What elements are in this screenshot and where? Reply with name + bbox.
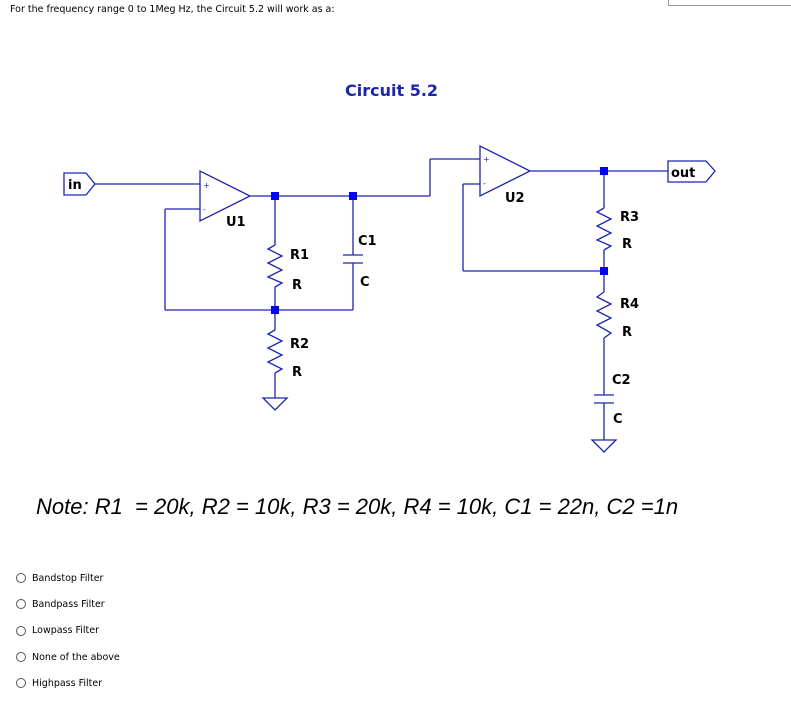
input-port-flag bbox=[63, 172, 96, 196]
circuit-schematic: Circuit 5.2 + - bbox=[63, 81, 716, 453]
option-label: None of the above bbox=[32, 651, 120, 663]
r1-ref: R1 bbox=[290, 248, 309, 263]
node-r1-r2 bbox=[271, 306, 279, 314]
option-bandstop[interactable]: Bandstop Filter bbox=[16, 565, 120, 591]
option-label: Highpass Filter bbox=[32, 677, 103, 689]
node-c1-top bbox=[349, 192, 357, 200]
r3-ref: R3 bbox=[620, 210, 639, 225]
c1-ref: C1 bbox=[358, 234, 377, 249]
resistor-r1-symbol bbox=[266, 244, 284, 288]
option-bandpass[interactable]: Bandpass Filter bbox=[16, 591, 120, 617]
radio-button[interactable] bbox=[16, 599, 26, 610]
resistor-r3-symbol bbox=[595, 207, 613, 251]
component-values-note: Note: R1 = 20k, R2 = 10k, R3 = 20k, R4 =… bbox=[36, 494, 679, 519]
r2-value: R bbox=[292, 365, 302, 380]
resistor-r2-symbol bbox=[266, 329, 284, 374]
node-u1-out bbox=[271, 192, 279, 200]
svg-text:+: + bbox=[203, 181, 210, 190]
node-u2-out bbox=[600, 167, 608, 175]
option-label: Bandpass Filter bbox=[32, 598, 105, 610]
ground-symbol-1 bbox=[261, 397, 289, 411]
question-text: For the frequency range 0 to 1Meg Hz, th… bbox=[10, 4, 335, 15]
top-input-box[interactable] bbox=[668, 0, 791, 6]
resistor-r4-symbol bbox=[595, 291, 613, 339]
r2-ref: R2 bbox=[290, 337, 309, 352]
input-port-label: in bbox=[68, 178, 82, 193]
circuit-title: Circuit 5.2 bbox=[345, 81, 438, 100]
r4-value: R bbox=[622, 325, 632, 340]
opamp-u1-symbol bbox=[199, 169, 252, 223]
u2-label: U2 bbox=[505, 191, 525, 206]
c2-value: C bbox=[613, 412, 623, 427]
opamp-u2-symbol bbox=[479, 144, 532, 198]
radio-button[interactable] bbox=[16, 573, 26, 584]
r3-value: R bbox=[622, 237, 632, 252]
radio-button[interactable] bbox=[16, 652, 26, 663]
option-label: Lowpass Filter bbox=[32, 625, 100, 637]
option-lowpass[interactable]: Lowpass Filter bbox=[16, 618, 120, 644]
u1-label: U1 bbox=[226, 215, 246, 230]
svg-text:+: + bbox=[483, 155, 490, 164]
svg-text:-: - bbox=[483, 179, 486, 188]
answer-options: Bandstop Filter Bandpass Filter Lowpass … bbox=[16, 565, 120, 696]
output-port-flag bbox=[667, 160, 716, 183]
ground-symbol-2 bbox=[590, 439, 618, 453]
node-r3-r4 bbox=[600, 267, 608, 275]
option-none[interactable]: None of the above bbox=[16, 644, 120, 670]
radio-button[interactable] bbox=[16, 625, 26, 636]
r4-ref: R4 bbox=[620, 297, 639, 312]
option-highpass[interactable]: Highpass Filter bbox=[16, 670, 120, 696]
radio-button[interactable] bbox=[16, 678, 26, 689]
svg-text:-: - bbox=[203, 205, 206, 214]
output-port-label: out bbox=[671, 166, 695, 181]
r1-value: R bbox=[292, 278, 302, 293]
option-label: Bandstop Filter bbox=[32, 572, 104, 584]
c1-value: C bbox=[360, 275, 370, 290]
c2-ref: C2 bbox=[612, 373, 631, 388]
